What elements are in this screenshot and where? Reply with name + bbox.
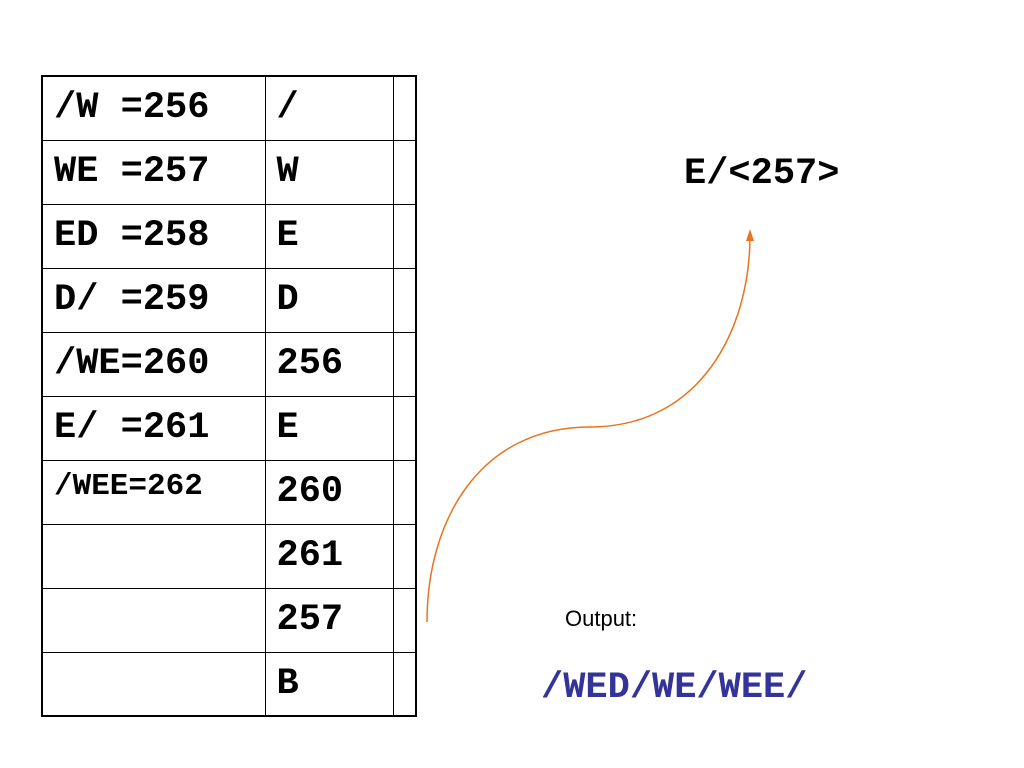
- empty-cell: [392, 395, 417, 461]
- dictionary-entry: WE =257: [41, 139, 266, 205]
- output-value: /WED/WE/WEE/: [541, 667, 808, 709]
- dictionary-entry: E/ =261: [41, 395, 266, 461]
- dictionary-entry: /WE=260: [41, 331, 266, 397]
- empty-cell: [392, 651, 417, 717]
- input-token: /: [264, 75, 394, 141]
- empty-cell: [392, 523, 417, 589]
- input-token: W: [264, 139, 394, 205]
- empty-cell: [392, 587, 417, 653]
- empty-cell: [392, 267, 417, 333]
- input-token: 256: [264, 331, 394, 397]
- decode-label: E/<257>: [684, 153, 840, 195]
- input-token: D: [264, 267, 394, 333]
- empty-cell: [392, 139, 417, 205]
- empty-cell: [392, 203, 417, 269]
- input-token: E: [264, 395, 394, 461]
- dictionary-entry: /W =256: [41, 75, 266, 141]
- dictionary-entry: D/ =259: [41, 267, 266, 333]
- arrow-curve: [426, 235, 751, 623]
- table-row: 257: [41, 587, 417, 653]
- dictionary-entry: [41, 651, 266, 717]
- table-row: WE =257 W: [41, 139, 417, 205]
- input-token: B: [264, 651, 394, 717]
- table-row: ED =258 E: [41, 203, 417, 269]
- dictionary-entry: ED =258: [41, 203, 266, 269]
- table-row: 261: [41, 523, 417, 589]
- table-row: /W =256 /: [41, 75, 417, 141]
- dictionary-table: /W =256 / WE =257 W ED =258 E D/ =259 D …: [41, 75, 417, 717]
- empty-cell: [392, 75, 417, 141]
- table-row: E/ =261 E: [41, 395, 417, 461]
- table-row: /WE=260 256: [41, 331, 417, 397]
- empty-cell: [392, 459, 417, 525]
- input-token: 260: [264, 459, 394, 525]
- output-label: Output:: [565, 606, 638, 631]
- table-row: B: [41, 651, 417, 717]
- table-row: D/ =259 D: [41, 267, 417, 333]
- dictionary-entry: [41, 587, 266, 653]
- dictionary-entry: [41, 523, 266, 589]
- table-row: /WEE=262 260: [41, 459, 417, 525]
- arrow-head: [746, 229, 754, 241]
